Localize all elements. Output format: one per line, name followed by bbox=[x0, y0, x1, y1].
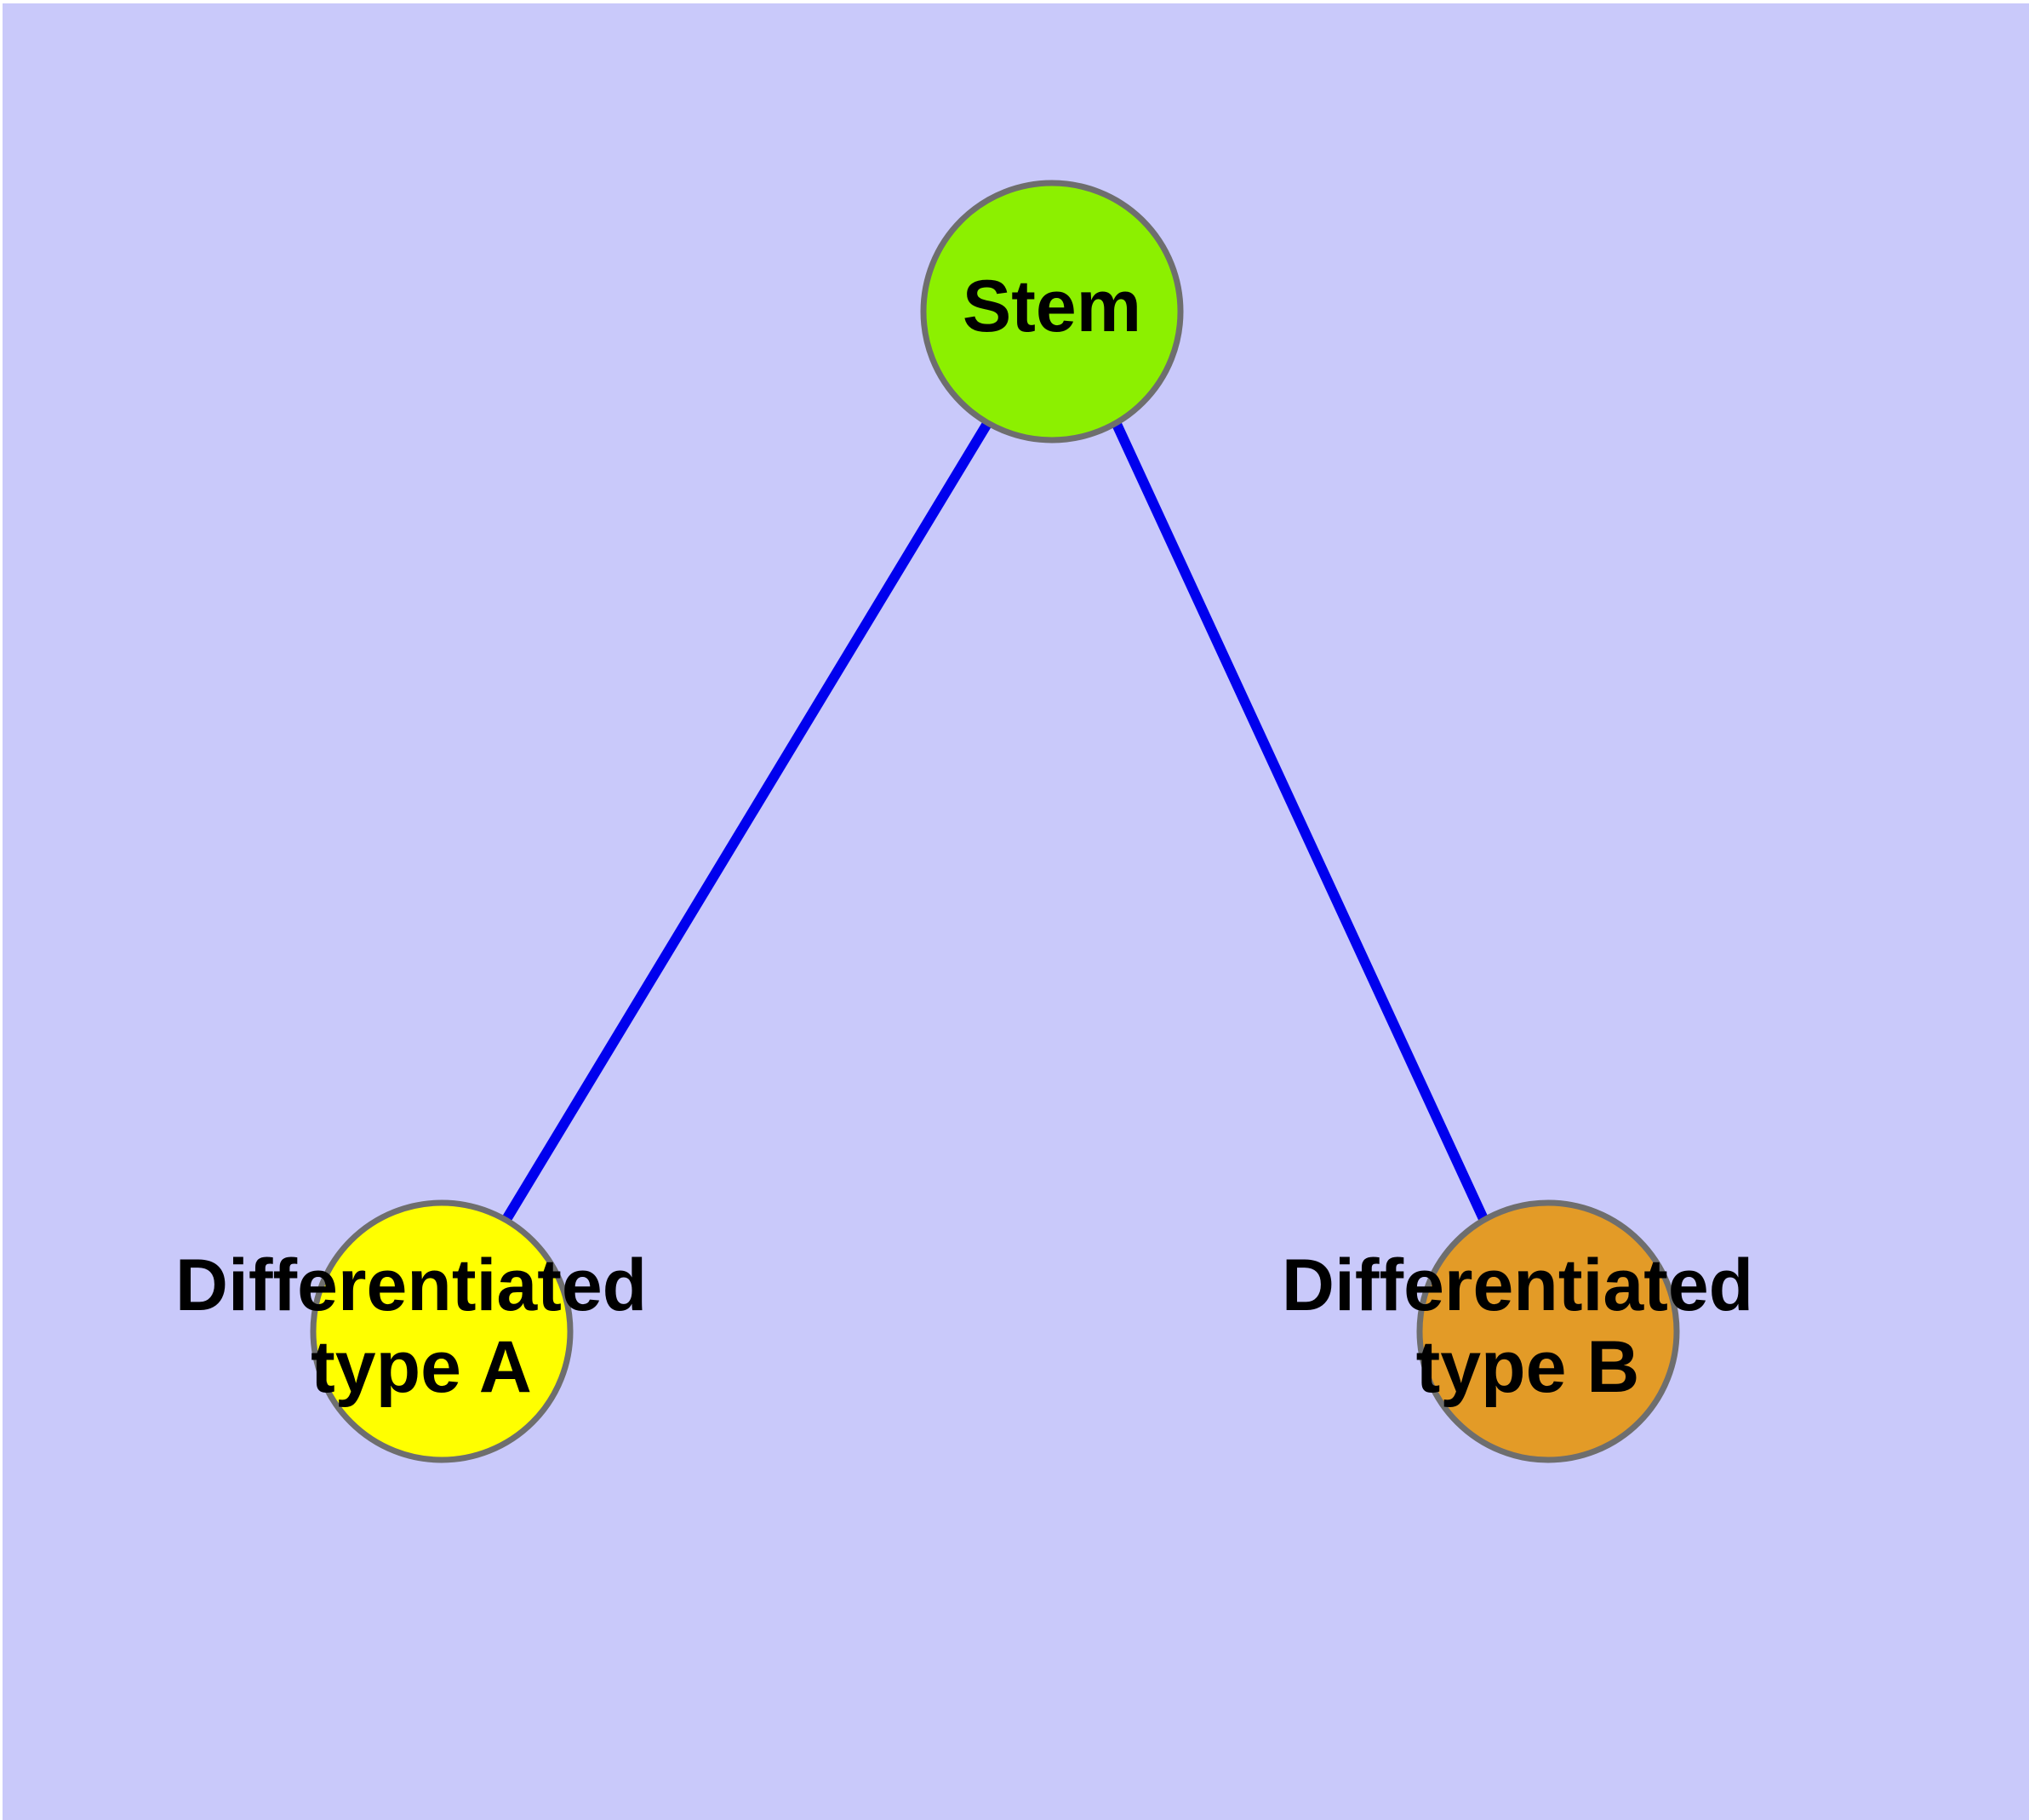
nodes-layer bbox=[310, 180, 1680, 1463]
node-label-stem-line-1: Stem bbox=[963, 266, 1141, 347]
edges-layer bbox=[500, 419, 1489, 1224]
node-differentiated-type-b[interactable] bbox=[1416, 1199, 1680, 1463]
edge-stem-to-differentiated-type-a[interactable] bbox=[500, 419, 993, 1224]
labels-layer: Stem Differentiated type A Differentiate… bbox=[175, 266, 1774, 1408]
node-stem[interactable] bbox=[920, 180, 1184, 444]
node-label-differentiated-type-b-line-2: type B bbox=[1416, 1326, 1640, 1408]
node-label-differentiated-type-b: Differentiated type B bbox=[1282, 1245, 1774, 1408]
edge-stem-to-differentiated-type-b[interactable] bbox=[1111, 420, 1489, 1223]
node-label-differentiated-type-a: Differentiated type A bbox=[175, 1245, 667, 1408]
node-label-differentiated-type-b-line-1: Differentiated bbox=[1282, 1245, 1753, 1326]
node-label-stem: Stem bbox=[963, 266, 1141, 347]
node-label-differentiated-type-a-line-2: type A bbox=[311, 1326, 532, 1408]
node-label-differentiated-type-a-line-1: Differentiated bbox=[175, 1245, 647, 1326]
node-differentiated-type-a[interactable] bbox=[310, 1199, 574, 1463]
